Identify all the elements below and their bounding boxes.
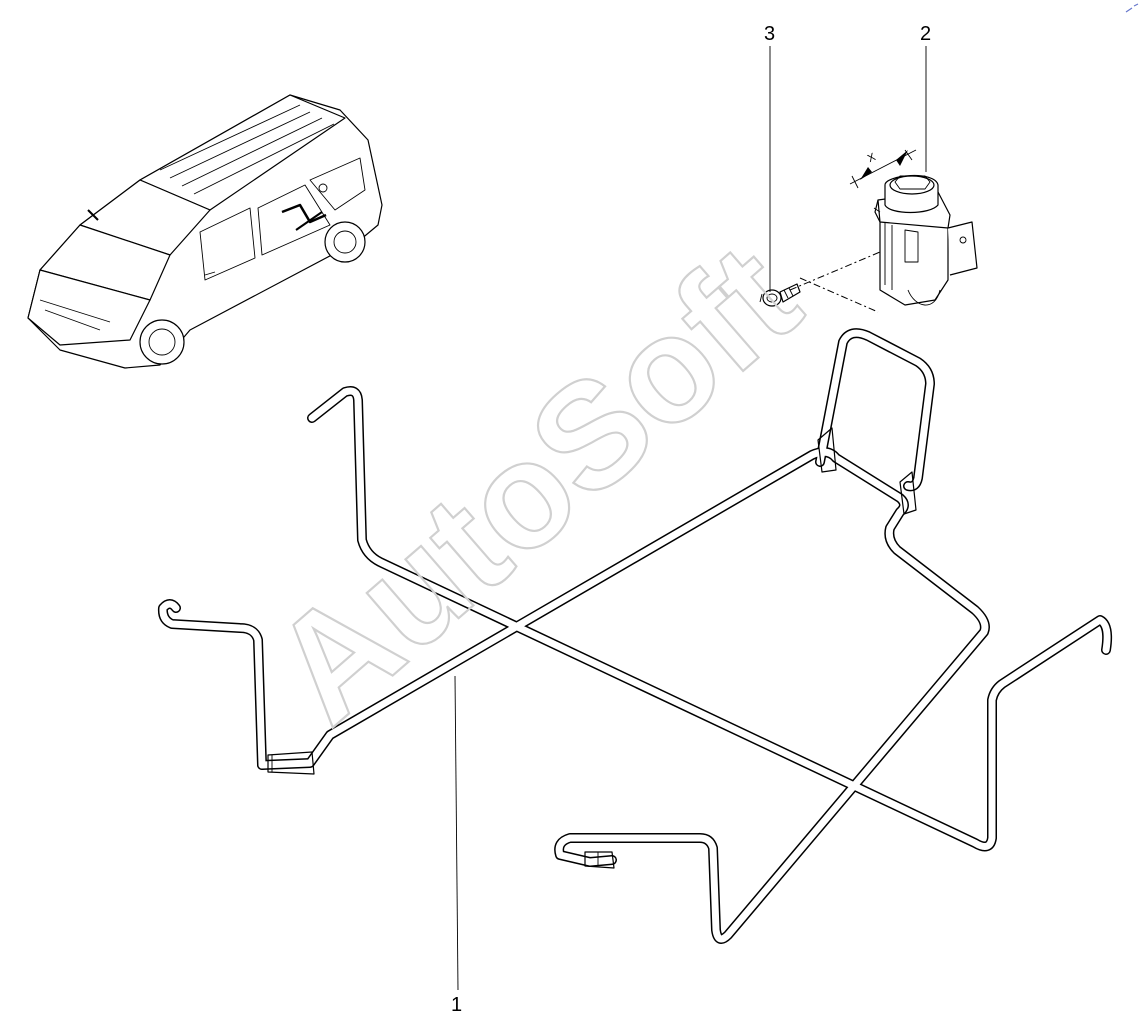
leader-line-1 [454, 675, 459, 991]
corner-mark [1125, 3, 1139, 13]
bolt-icon [759, 283, 801, 307]
washer-pump-icon [873, 174, 978, 306]
alignment-line [799, 277, 879, 313]
washer-hose-icon [157, 328, 1113, 944]
callout-1: 1 [451, 994, 462, 1016]
callout-3: 3 [764, 23, 775, 45]
watermark: AutoSoft [241, 212, 829, 754]
alignment-line [789, 251, 881, 291]
car-icon [27, 94, 383, 369]
dimension-label: X [866, 151, 878, 165]
callout-2: 2 [920, 23, 931, 45]
